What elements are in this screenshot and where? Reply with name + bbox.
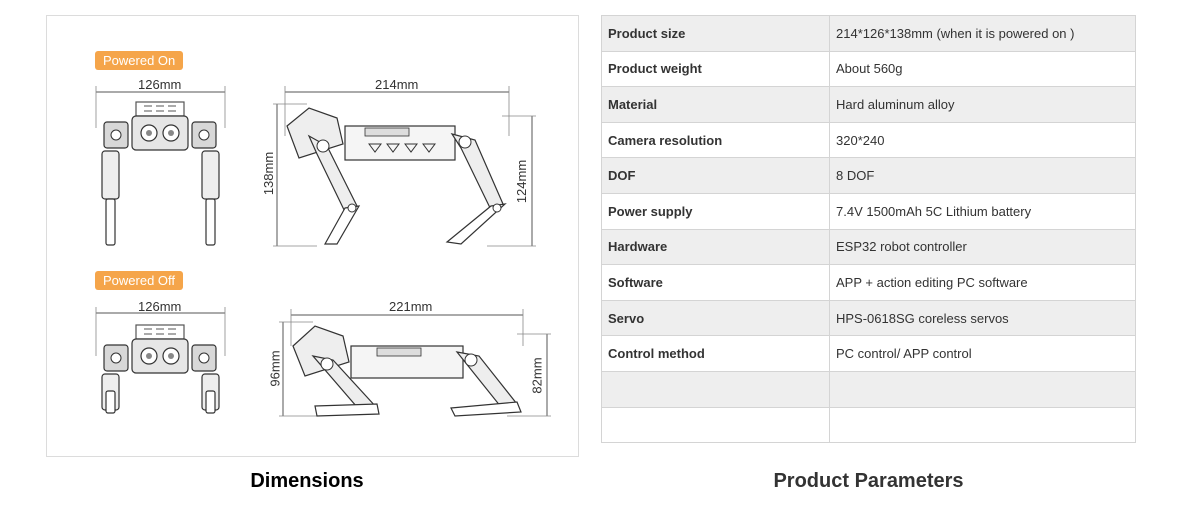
parameter-value [829, 370, 1136, 408]
powered-off-side-view [279, 309, 551, 417]
dimensions-caption: Dimensions [250, 470, 364, 492]
dimensions-panel: Powered On 126mm 214mm 138mm 124mm Power… [46, 15, 579, 457]
parameter-value: 8 DOF [829, 157, 1136, 194]
parameter-label [601, 370, 830, 408]
parameter-value: 320*240 [829, 121, 1136, 159]
parameter-label: Control method [601, 335, 830, 372]
table-row [601, 406, 1136, 444]
powered-on-front-view [95, 86, 226, 246]
parameter-label: Power supply [601, 192, 830, 230]
table-row [601, 370, 1136, 408]
powered-off-left-height: 96mm [267, 350, 283, 387]
product-parameters-caption: Product Parameters [773, 470, 964, 492]
powered-off-badge: Powered Off [95, 271, 184, 290]
parameter-value: 7.4V 1500mAh 5C Lithium battery [829, 192, 1136, 230]
powered-off-front-view [95, 307, 226, 414]
powered-off-side-length: 221mm [389, 299, 433, 314]
parameter-label: DOF [601, 157, 830, 194]
parameter-value: 214*126*138mm (when it is powered on ) [829, 15, 1136, 52]
parameter-label: Product size [601, 15, 830, 52]
parameter-value [829, 406, 1136, 444]
parameter-label: Product weight [601, 50, 830, 88]
dimension-drawings [95, 86, 551, 417]
parameter-label: Material [601, 86, 830, 123]
powered-on-right-height: 124mm [514, 159, 530, 204]
powered-on-front-width: 126mm [138, 77, 182, 92]
parameter-value: Hard aluminum alloy [829, 86, 1136, 123]
parameter-value: PC control/ APP control [829, 335, 1136, 372]
parameter-label: Software [601, 264, 830, 301]
parameter-value: ESP32 robot controller [829, 228, 1136, 266]
powered-on-side-length: 214mm [375, 77, 419, 92]
parameter-label: Hardware [601, 228, 830, 266]
parameter-label: Servo [601, 299, 830, 337]
parameter-value: HPS-0618SG coreless servos [829, 299, 1136, 337]
powered-on-left-height: 138mm [261, 151, 277, 196]
parameter-label [601, 406, 830, 444]
parameter-value: APP + action editing PC software [829, 264, 1136, 301]
powered-off-right-height: 82mm [529, 357, 545, 394]
powered-on-badge: Powered On [95, 51, 184, 70]
parameter-value: About 560g [829, 50, 1136, 88]
powered-on-side-view [273, 86, 536, 247]
parameter-label: Camera resolution [601, 121, 830, 159]
powered-off-front-width: 126mm [138, 299, 182, 314]
